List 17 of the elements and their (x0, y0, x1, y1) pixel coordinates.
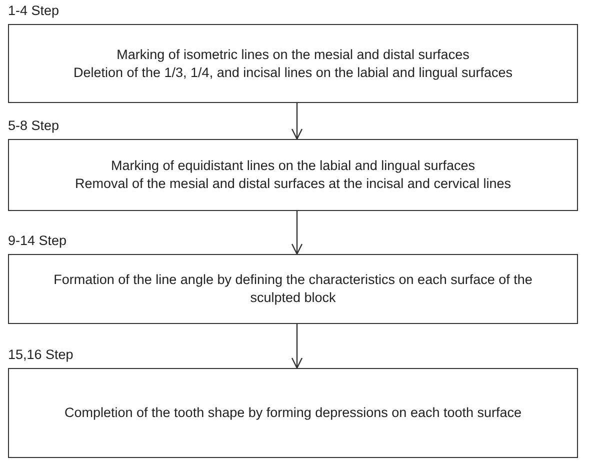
arrow (291, 324, 303, 369)
step-description: Completion of the tooth shape by forming depressions on each tooth surface (64, 404, 522, 422)
step-description: Removal of the mesial and distal surfaces at the incisal and cervical lines (75, 175, 511, 193)
arrow (291, 103, 303, 140)
step-label: 15,16 Step (8, 347, 74, 362)
step-label: 5-8 Step (8, 118, 60, 133)
step-description: Formation of the line angle by defining the characteristics on each surface of the sculpted block (52, 271, 534, 307)
process-box (8, 254, 578, 324)
process-box (8, 139, 578, 211)
process-box (8, 368, 578, 458)
step-description: Marking of equidistant lines on the labial and lingual surfaces (111, 157, 475, 175)
arrow (291, 211, 303, 255)
step-label: 9-14 Step (8, 233, 67, 248)
step-description: Deletion of the 1/3, 1/4, and incisal lines on the labial and lingual surfaces (73, 64, 513, 82)
step-description: Marking of isometric lines on the mesial and distal surfaces (116, 46, 470, 64)
step-label: 1-4 Step (8, 3, 60, 18)
process-box (8, 24, 578, 103)
